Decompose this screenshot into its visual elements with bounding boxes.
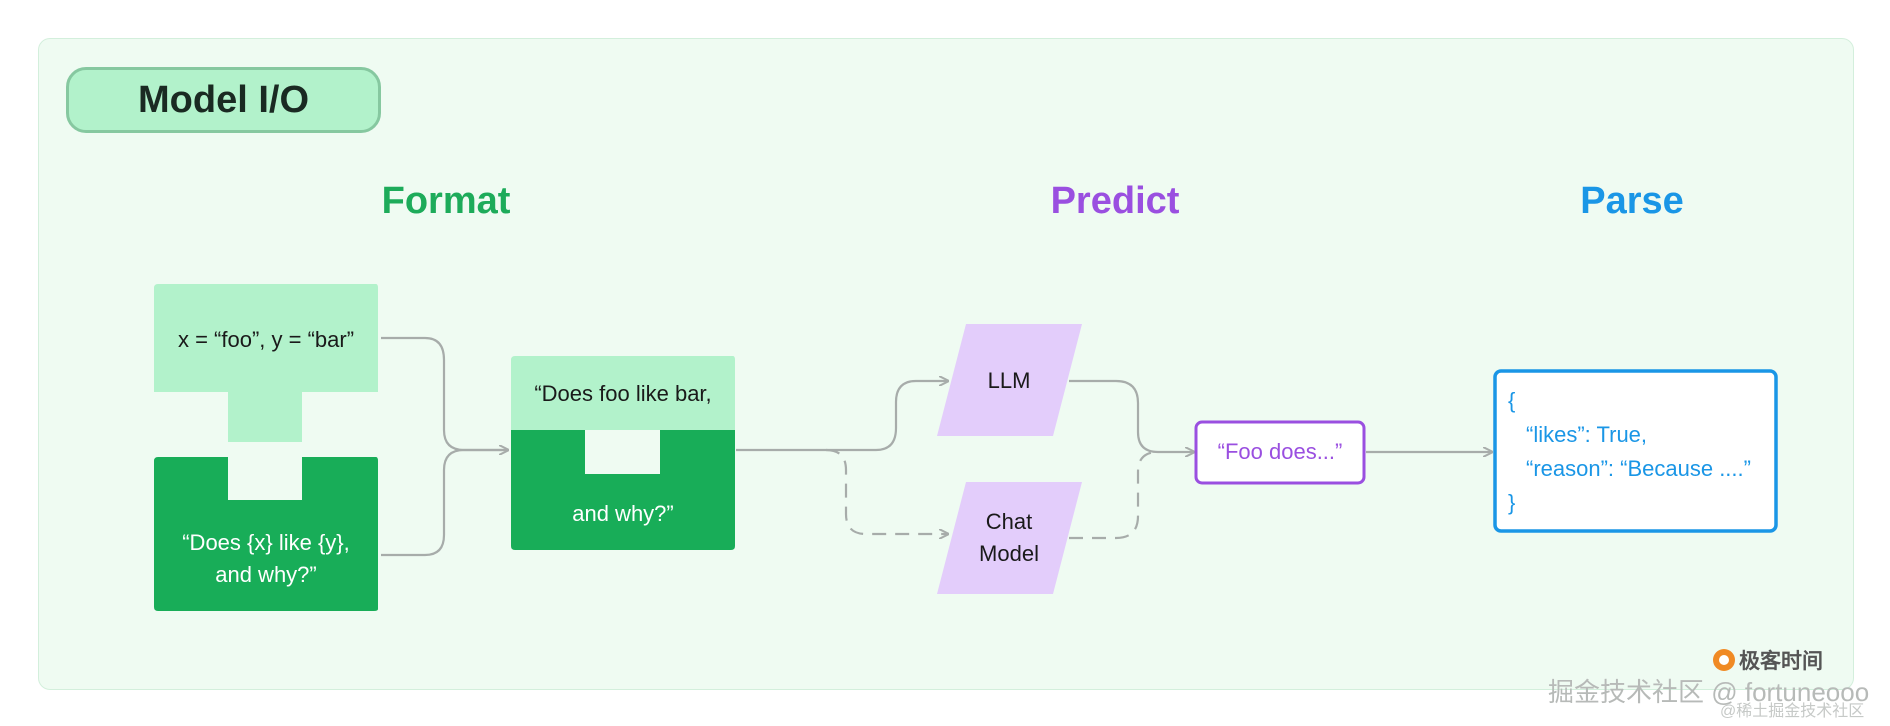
geektime-logo-icon (1713, 649, 1735, 671)
chat-model-label-line2: Model (979, 541, 1039, 566)
chat-model-label: Chat Model (979, 506, 1039, 570)
parse-line-4: } (1508, 490, 1516, 515)
template-text-line2: and why?” (215, 562, 317, 587)
parse-line-1: { (1508, 388, 1516, 413)
parse-box (1493, 369, 1778, 533)
diagram-title: Model I/O (66, 67, 381, 133)
watermark-community: @稀土掘金技术社区 (1720, 703, 1865, 720)
geektime-logo: 极客时间 (1713, 645, 1823, 675)
connector-variables (381, 336, 508, 450)
output-text: “Foo does...” (1217, 439, 1343, 465)
connector-prompt-chat (825, 448, 948, 534)
parse-line-3: “reason”: “Because ....” (1526, 456, 1751, 481)
parse-line-2: “likes”: True, (1526, 422, 1648, 447)
template-text: “Does {x} like {y}, and why?” (182, 527, 350, 591)
chat-model-label-line1: Chat (985, 509, 1033, 535)
prompt-text-line1: “Does foo like bar, (534, 381, 712, 407)
connector-prompt-llm (736, 381, 948, 452)
template-piece (154, 457, 378, 611)
parse-json-text: { “likes”: True, “reason”: “Because ....… (1508, 384, 1751, 520)
variables-text: x = “foo”, y = “bar” (177, 327, 355, 353)
prompt-piece-top (511, 356, 735, 430)
output-box (1194, 420, 1366, 485)
section-format-heading: Format (381, 180, 511, 222)
geektime-logo-text: 极客时间 (1739, 650, 1823, 673)
section-parse-heading: Parse (1580, 180, 1684, 222)
connector-llm-output (1069, 379, 1194, 452)
connector-chat-output (1069, 450, 1159, 540)
variables-piece (154, 284, 378, 442)
watermark-author: 掘金技术社区 @ fortuneooo (1548, 677, 1870, 707)
connector-template (381, 448, 508, 557)
template-text-line1: “Does {x} like {y}, (182, 530, 350, 556)
chat-model-shape (937, 482, 1082, 594)
llm-shape (937, 324, 1082, 436)
llm-label: LLM (987, 368, 1031, 394)
prompt-text-line2: and why?” (572, 501, 674, 527)
prompt-piece-bottom (511, 430, 735, 550)
section-predict-heading: Predict (1050, 180, 1180, 222)
